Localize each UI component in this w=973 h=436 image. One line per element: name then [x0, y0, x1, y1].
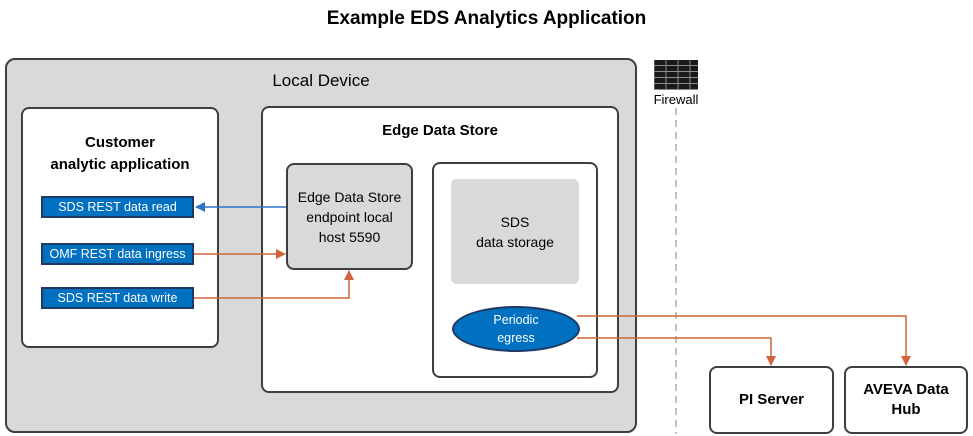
local-device-label: Local Device — [272, 71, 370, 90]
pi-server-box: PI Server — [709, 366, 834, 434]
firewall-icon — [654, 60, 698, 90]
sds-rest-write-box: SDS REST data write — [41, 287, 194, 309]
aveva-data-hub-box: AVEVA Data Hub — [844, 366, 968, 434]
periodic-egress-node: Periodic egress — [452, 306, 580, 352]
customer-app-title: Customer analytic application — [50, 134, 190, 173]
omf-rest-ingress-box: OMF REST data ingress — [41, 243, 194, 265]
sds-data-storage-box: SDS data storage — [451, 179, 579, 284]
edge-data-store-title: Edge Data Store — [382, 122, 498, 139]
eds-endpoint-box: Edge Data Store endpoint local host 5590 — [286, 163, 413, 270]
firewall-label: Firewall — [653, 92, 699, 107]
sds-rest-read-box: SDS REST data read — [41, 196, 194, 218]
diagram-title: Example EDS Analytics Application — [326, 8, 647, 29]
